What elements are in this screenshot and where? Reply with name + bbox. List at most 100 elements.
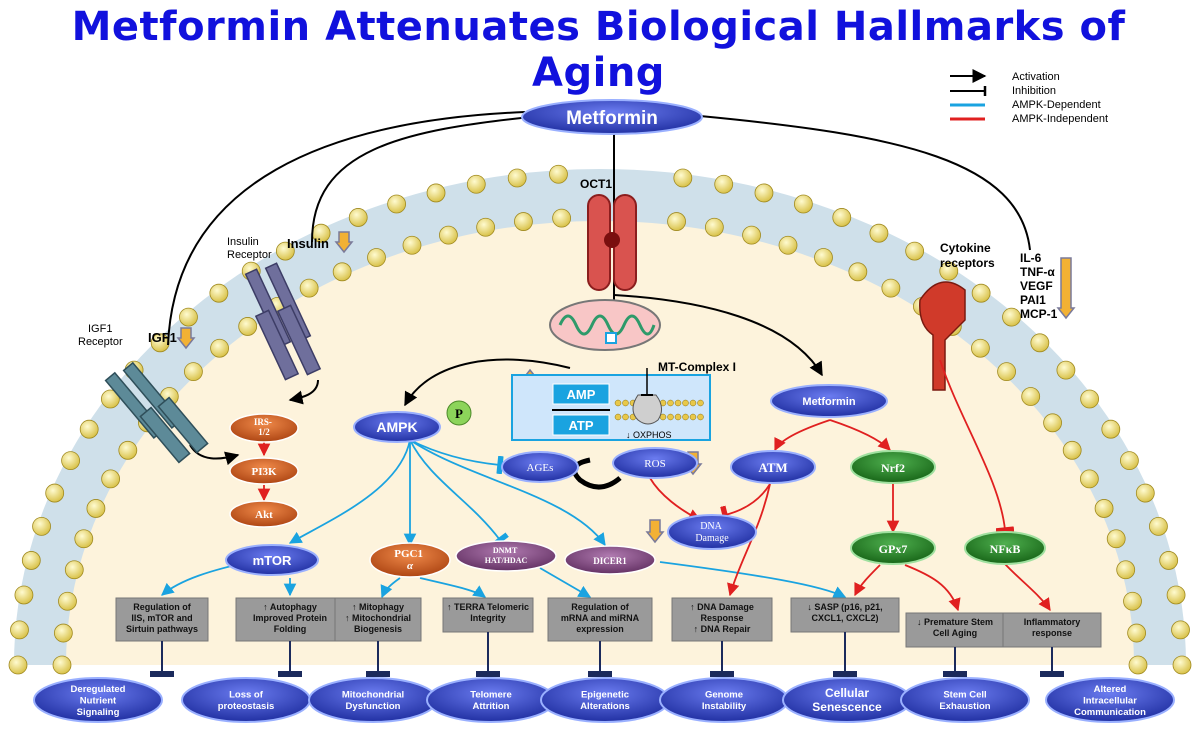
lipid-head-inner — [86, 499, 106, 518]
hallmark-label-line: Signaling — [77, 707, 120, 718]
effect-text-line: Inflammatory — [1024, 617, 1081, 627]
lipid-head-outer — [1120, 451, 1139, 471]
lipid-head-inner — [101, 469, 121, 489]
decrease-arrow-icon — [1056, 257, 1076, 320]
lipid-head-outer — [32, 516, 51, 536]
hallmark-label-line: Communication — [1074, 707, 1146, 718]
lipid-head-outer — [832, 208, 852, 227]
effect-text-line: Integrity — [470, 613, 506, 623]
nfkb-label: NFκB — [990, 542, 1021, 556]
lipid-head-inner — [53, 623, 73, 643]
lipid-head-inner — [52, 655, 72, 675]
hallmark-label-line: Alterations — [580, 701, 630, 712]
metformin-inner-label: Metformin — [802, 396, 855, 408]
lipid-head-outer — [275, 241, 295, 261]
oxphos-lipid — [614, 413, 622, 421]
lipid-head-inner — [552, 208, 572, 228]
phospho-node — [446, 400, 472, 426]
effect-text-line: IIS, mTOR and — [131, 613, 192, 623]
effect-text-line: Response — [700, 613, 743, 623]
lipid-head-inner — [439, 225, 458, 245]
lipid-head-outer — [1159, 551, 1179, 570]
lipid-head-inner — [514, 212, 533, 231]
lipid-head-outer — [79, 419, 99, 439]
lipid-head-outer — [971, 283, 991, 303]
lipid-head-inner — [997, 362, 1016, 382]
effect-text-line: Biogenesis — [354, 624, 402, 634]
dnmt-label-line1: DNMT — [493, 546, 518, 555]
effect-text-line: Sirtuin pathways — [126, 624, 198, 634]
dicer-node — [564, 545, 656, 575]
lipid-head-outer — [1172, 655, 1192, 675]
dnmt-label-line2: HAT/HDAC — [485, 556, 528, 565]
gpx7-node — [850, 531, 936, 565]
effect-box — [442, 597, 534, 633]
lipid-head-outer — [549, 164, 568, 184]
oct1-transporter — [587, 194, 637, 291]
lipid-head-outer — [714, 174, 734, 194]
hallmark-label-line: Stem Cell — [943, 690, 986, 701]
lipid-head-outer — [905, 241, 925, 261]
cytokine-receptor-icon — [919, 281, 966, 391]
lipid-head-outer — [45, 483, 65, 503]
oxphos-lipid — [667, 413, 674, 421]
dna-damage-label-line2: Damage — [695, 533, 729, 544]
lipid-head-inner — [210, 338, 229, 358]
cytokine-item: VEGF — [1020, 279, 1053, 293]
effect-text-line: ↑ TERRA Telomeric — [447, 602, 529, 612]
amp-atp-panel — [511, 374, 711, 441]
page-title: Metformin Attenuates Biological Hallmark… — [71, 4, 1126, 96]
lipid-head-inner — [704, 217, 724, 237]
insulin-receptor-icon — [244, 262, 322, 381]
pgc1-label-line2: α — [407, 560, 414, 572]
lipid-head-inner — [1094, 499, 1114, 518]
lipid-head-inner — [1123, 591, 1142, 611]
lipid-head-outer — [869, 223, 889, 243]
nfkb-node — [964, 531, 1046, 565]
irs-node — [229, 413, 299, 443]
insulin-receptor-label-line1: Insulin — [227, 236, 259, 248]
dna-damage-label-line1: DNA — [700, 521, 722, 532]
lipid-head-inner — [848, 262, 868, 282]
decrease-arrow-icon — [645, 519, 665, 544]
lipid-head-outer — [387, 194, 407, 214]
mtor-node — [225, 544, 319, 576]
hallmark-label-line: Senescence — [812, 700, 882, 714]
lipid-head-inner — [64, 560, 84, 580]
hallmark-label-line: Epigenetic — [581, 690, 629, 701]
lipid-head-inner — [1021, 387, 1041, 406]
oxphos-lipid — [689, 413, 697, 421]
lipid-head-outer — [100, 389, 120, 409]
ages-ros-cycle — [571, 457, 622, 490]
lipid-head-outer — [1171, 620, 1190, 640]
lipid-head-inner — [367, 248, 386, 267]
insulin-receptor-label-line2: Receptor — [227, 249, 272, 261]
igf1-label: IGF1 — [148, 330, 177, 345]
insulin-receptor-label: Insulin Receptor — [227, 236, 272, 261]
lipid-head-inner — [1043, 413, 1062, 433]
pgc1-node — [369, 542, 451, 578]
lipid-head-inner — [402, 235, 422, 255]
legend-ampk-dependent-label: AMPK-Dependent — [1012, 99, 1101, 111]
lipid-head-outer — [1080, 389, 1100, 409]
cytokine-receptors-label: Cytokine receptors — [940, 241, 995, 270]
decrease-arrow-icon — [176, 327, 196, 350]
hallmark-label-line: proteostasis — [218, 701, 275, 712]
lipid-head-outer — [1166, 585, 1186, 605]
lipid-head-inner — [1116, 560, 1136, 580]
oxphos-lipid — [682, 413, 689, 421]
lipid-head-inner — [1106, 529, 1126, 549]
ros-node — [612, 447, 698, 479]
lipid-head-outer — [8, 655, 28, 675]
lipid-head-inner — [1079, 469, 1099, 489]
legend-ampk-independent-label: AMPK-Independent — [1012, 113, 1108, 125]
irs-label-line1: IRS- — [254, 417, 272, 427]
